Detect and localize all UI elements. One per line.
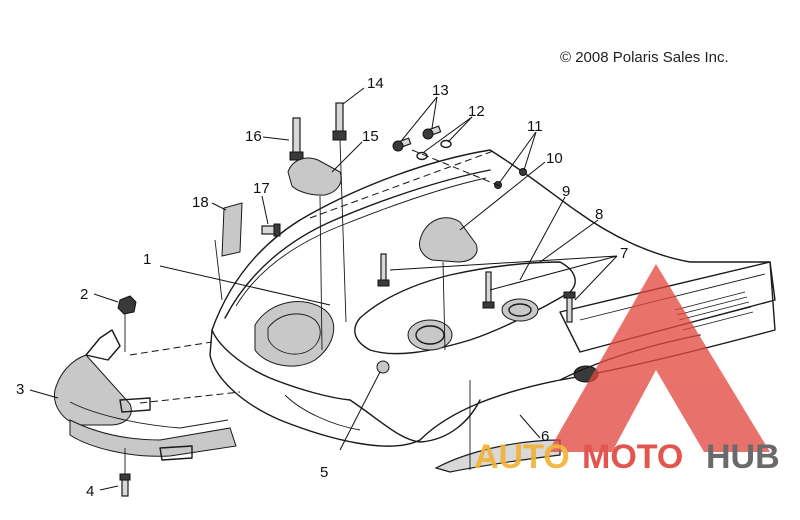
latch-handle [419, 217, 478, 263]
callout-16: 16 [245, 128, 262, 145]
automotohub-watermark: AUTO MOTO HUB [474, 264, 780, 476]
watermark-moto: MOTO [582, 438, 683, 476]
screw-17 [261, 223, 281, 237]
callout-3: 3 [16, 381, 24, 398]
copyright-text: © 2008 Polaris Sales Inc. [560, 49, 729, 66]
callout-15: 15 [362, 128, 379, 145]
callout-5: 5 [320, 464, 328, 481]
callout-1: 1 [143, 251, 151, 268]
rivet-5 [376, 360, 390, 374]
watermark-triangle-logo [548, 264, 770, 452]
bumper-bolt [119, 473, 131, 497]
callout-8: 8 [595, 206, 603, 223]
callout-9: 9 [562, 183, 570, 200]
callout-14: 14 [367, 75, 384, 92]
watermark-hub: HUB [706, 438, 780, 476]
mount-bracket [287, 157, 342, 196]
callout-2: 2 [80, 286, 88, 303]
side-vent-grille [674, 291, 754, 331]
screw-pair-13 [392, 125, 442, 152]
callout-6: 6 [541, 428, 549, 445]
callout-18: 18 [192, 194, 209, 211]
callout-11: 11 [527, 118, 543, 135]
bolts-7 [377, 253, 576, 323]
leader-lines [29, 87, 618, 491]
callout-17: 17 [253, 180, 270, 197]
washers-12 [416, 139, 452, 161]
callout-10: 10 [546, 150, 563, 167]
front-bumper [53, 329, 237, 461]
callout-4: 4 [86, 483, 94, 500]
bolt-16 [289, 117, 304, 161]
watermark-auto: AUTO [474, 438, 570, 476]
grommet-strip [221, 202, 243, 257]
bolt-14 [332, 102, 347, 141]
callout-7: 7 [620, 245, 628, 262]
hex-nut [117, 295, 137, 315]
callout-12: 12 [468, 103, 485, 120]
callout-13: 13 [432, 82, 449, 99]
callout-labels: 1 2 3 4 5 6 7 8 9 10 11 12 13 14 15 16 1… [16, 75, 628, 500]
